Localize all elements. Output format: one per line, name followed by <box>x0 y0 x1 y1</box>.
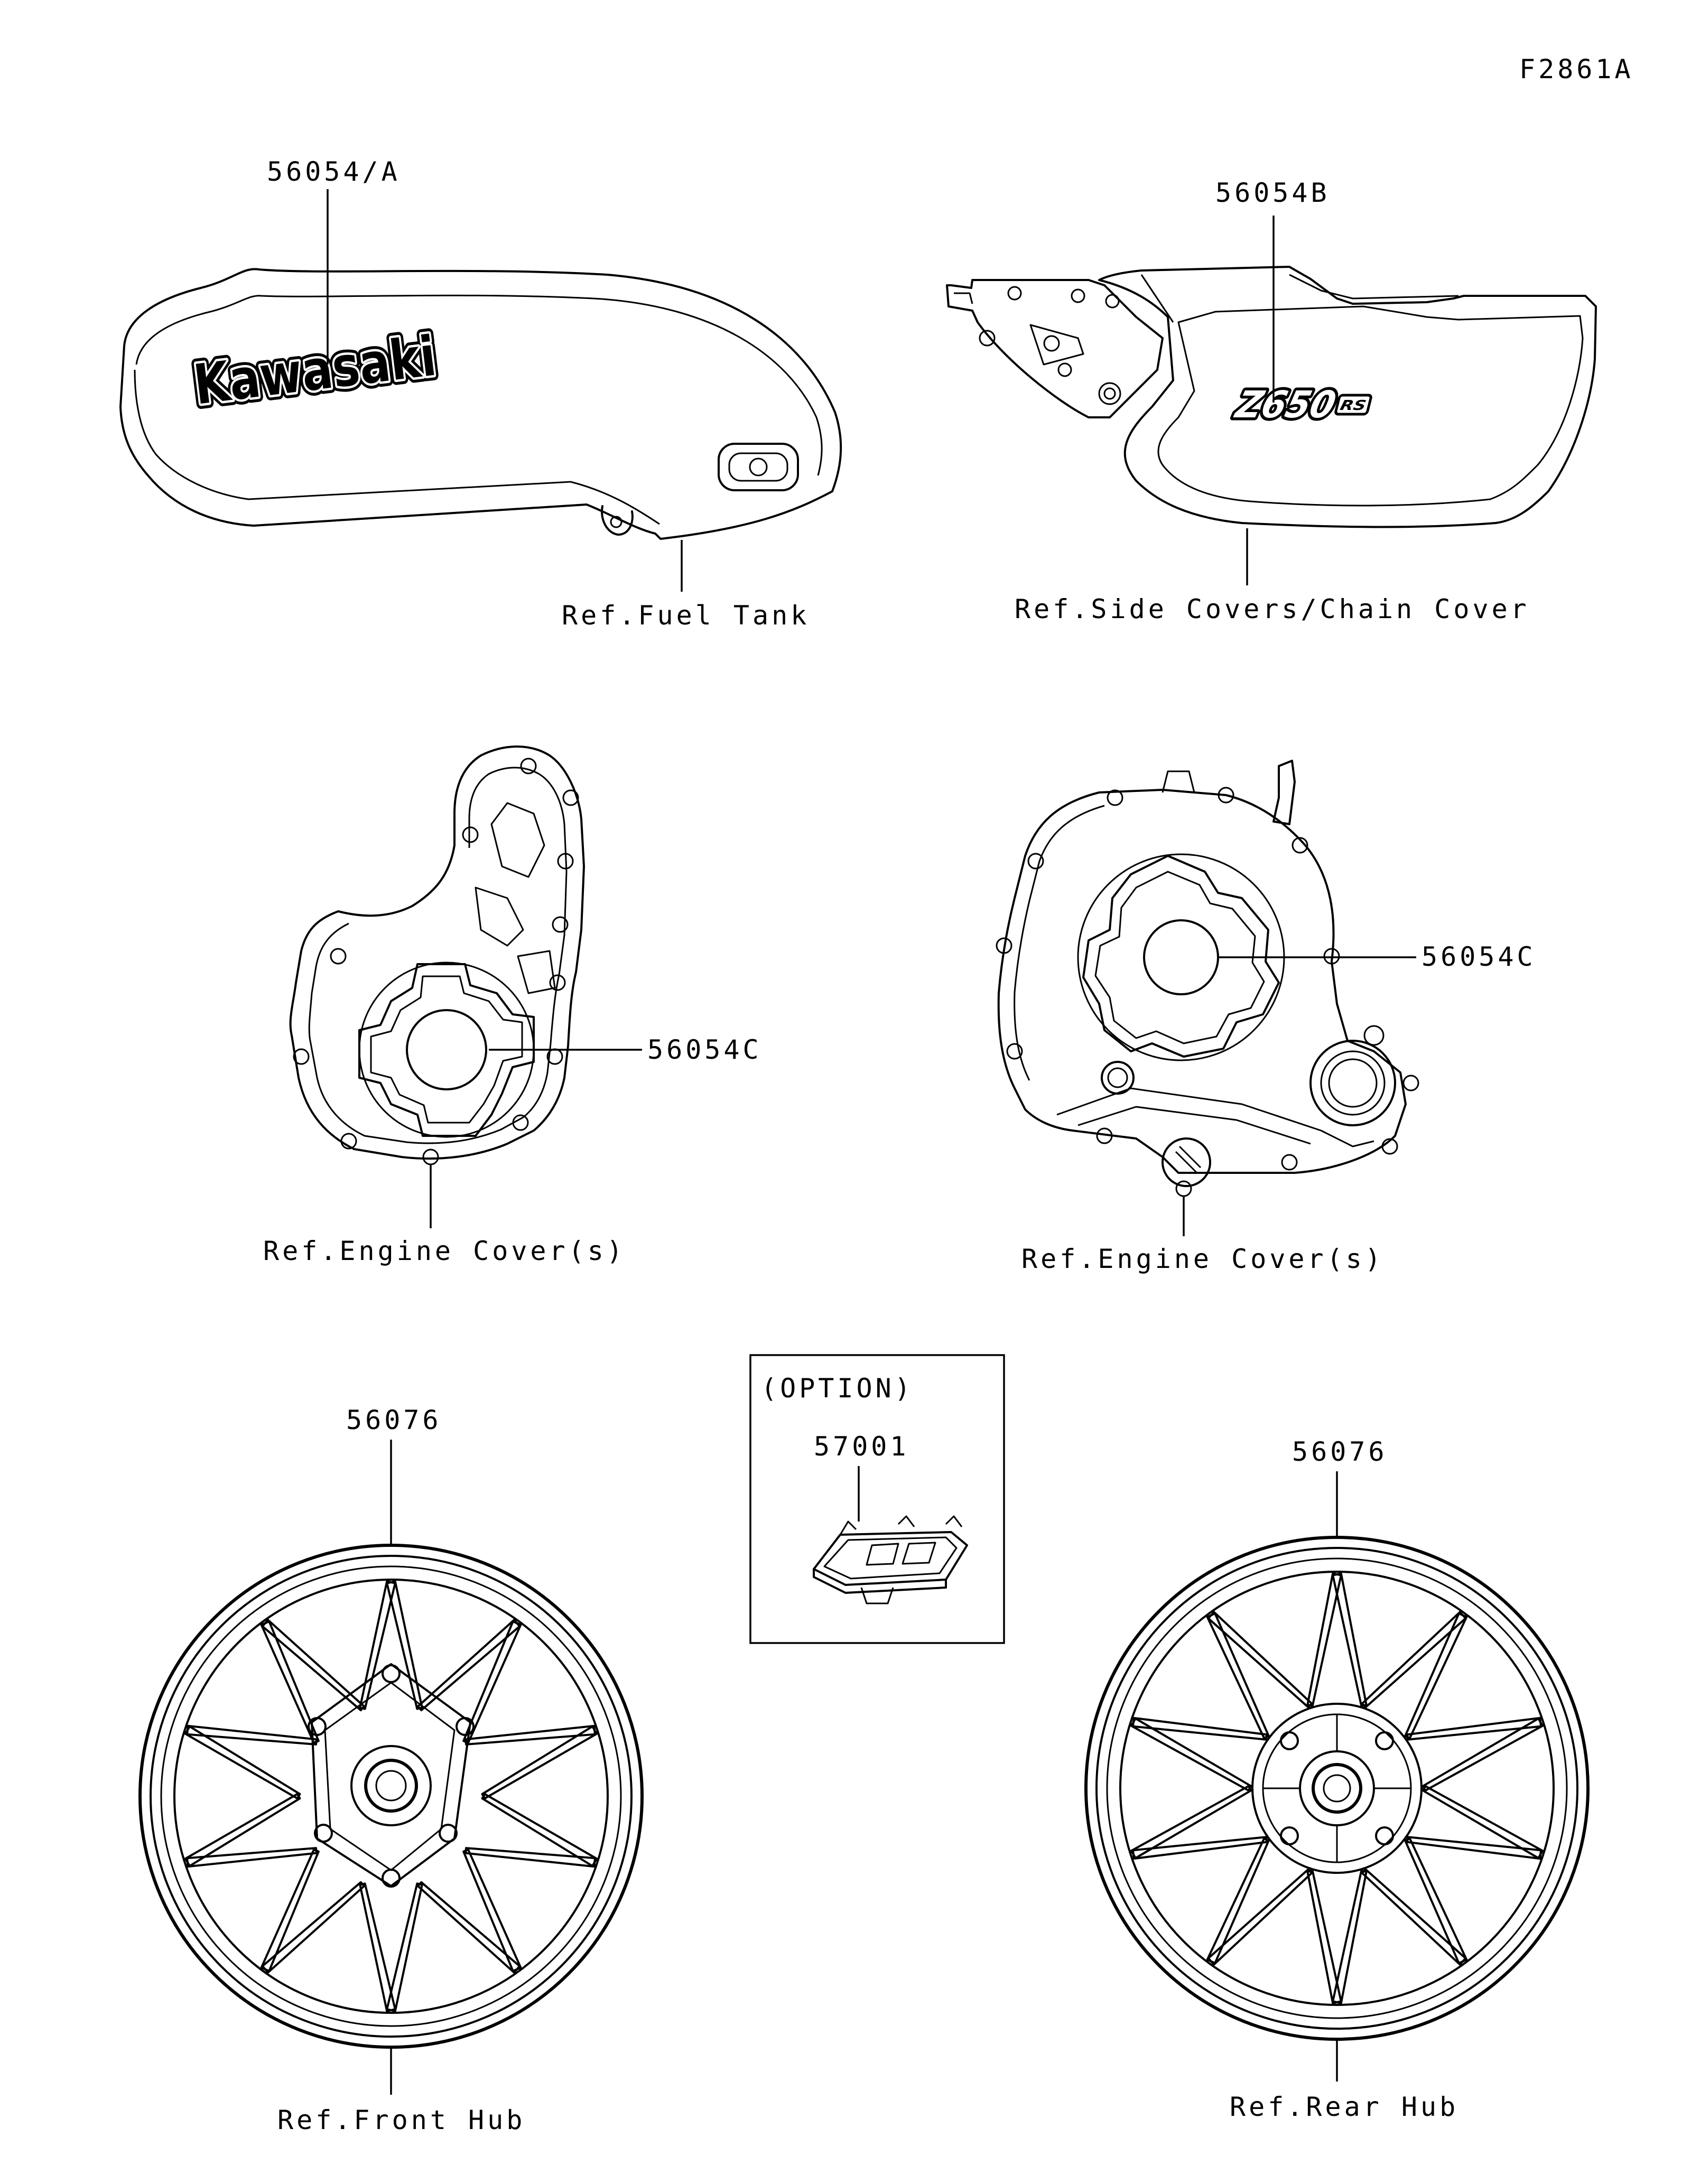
wheel-spoke <box>1404 1837 1468 1964</box>
option-box <box>749 1354 1005 1644</box>
callout-tank-ref: Ref.Fuel Tank <box>562 600 810 631</box>
callout-rear-wheel-ref: Ref.Rear Hub <box>1230 2092 1458 2122</box>
wheel-spoke <box>1406 1836 1543 1860</box>
wheel-spoke <box>260 1848 320 1972</box>
wheel-spoke <box>184 1725 301 1800</box>
rear-hub-bolts <box>1280 1731 1394 1845</box>
callout-left-cover-part: 56054C <box>647 1034 762 1065</box>
wheel-spoke <box>1306 1869 1342 2004</box>
wheel-spoke <box>386 1580 423 1710</box>
figure-code: F2861A <box>1519 54 1634 85</box>
svg-text:Z650: Z650 <box>1231 383 1340 426</box>
wheel-spoke <box>416 1619 521 1712</box>
front-hub-bolts <box>308 1664 475 1888</box>
wheel-spoke <box>481 1793 598 1868</box>
rear-wheel-illustration <box>1084 1536 1590 2041</box>
wheel-spoke <box>1206 1837 1270 1964</box>
svg-text:Z650: Z650 <box>1231 383 1340 426</box>
callout-tank-part: 56054/A <box>267 156 401 187</box>
wheel-spoke <box>1361 1868 1467 1966</box>
wheel-spoke <box>416 1881 521 1974</box>
wheel-spoke <box>359 1580 396 1710</box>
right-engine-cover-illustration <box>996 760 1419 1197</box>
callout-front-wheel-part: 56076 <box>346 1405 442 1435</box>
wheel-spoke <box>1306 1572 1342 1707</box>
callout-left-cover-ref: Ref.Engine Cover(s) <box>263 1236 626 1266</box>
wheel-spoke <box>186 1724 318 1746</box>
wheel-spoke <box>1131 1716 1268 1741</box>
wheel-spoke <box>1207 1868 1313 1966</box>
wheel-spoke <box>386 1882 423 2012</box>
option-item-illustration <box>813 1515 968 1604</box>
wheel-spoke <box>481 1725 598 1800</box>
callout-side-part: 56054B <box>1215 178 1330 208</box>
wheel-spoke <box>186 1847 318 1868</box>
wheel-spoke <box>261 1881 366 1974</box>
left-engine-cover-illustration <box>289 745 585 1165</box>
wheel-spoke <box>1361 1611 1467 1709</box>
wheel-spoke <box>184 1793 301 1868</box>
svg-text:Kawasaki: Kawasaki <box>190 324 439 417</box>
z650-logo-decal: Z650 Z650 RS <box>1228 380 1372 429</box>
svg-text:RS: RS <box>1339 397 1368 414</box>
wheel-spoke <box>359 1882 396 2012</box>
callout-right-cover-ref: Ref.Engine Cover(s) <box>1021 1244 1384 1274</box>
option-label: (OPTION) <box>761 1373 914 1404</box>
side-cover-illustration: Z650 Z650 RS <box>946 266 1597 528</box>
callout-side-ref: Ref.Side Covers/Chain Cover <box>1015 594 1530 624</box>
callout-option-part: 57001 <box>814 1431 909 1462</box>
wheel-spoke <box>261 1619 366 1712</box>
wheel-spoke <box>464 1847 596 1868</box>
kawasaki-logo-decal: Kawasaki Kawasaki Kawasaki <box>185 319 444 423</box>
right-cover-bolts <box>996 787 1419 1197</box>
callout-front-wheel-ref: Ref.Front Hub <box>277 2105 525 2135</box>
wheel-spoke <box>464 1724 596 1746</box>
front-wheel-illustration <box>138 1544 644 2049</box>
wheel-spoke <box>1206 1612 1270 1739</box>
wheel-spoke <box>1421 1717 1544 1792</box>
wheel-spoke <box>1207 1611 1313 1709</box>
callout-rear-wheel-part: 56076 <box>1292 1436 1388 1467</box>
fuel-tank-illustration: Kawasaki Kawasaki Kawasaki <box>119 268 842 540</box>
left-cover-bolts <box>293 758 579 1165</box>
callout-right-cover-part: 56054C <box>1421 941 1536 972</box>
wheel-spoke <box>1130 1785 1252 1860</box>
wheel-spoke <box>1404 1612 1468 1739</box>
